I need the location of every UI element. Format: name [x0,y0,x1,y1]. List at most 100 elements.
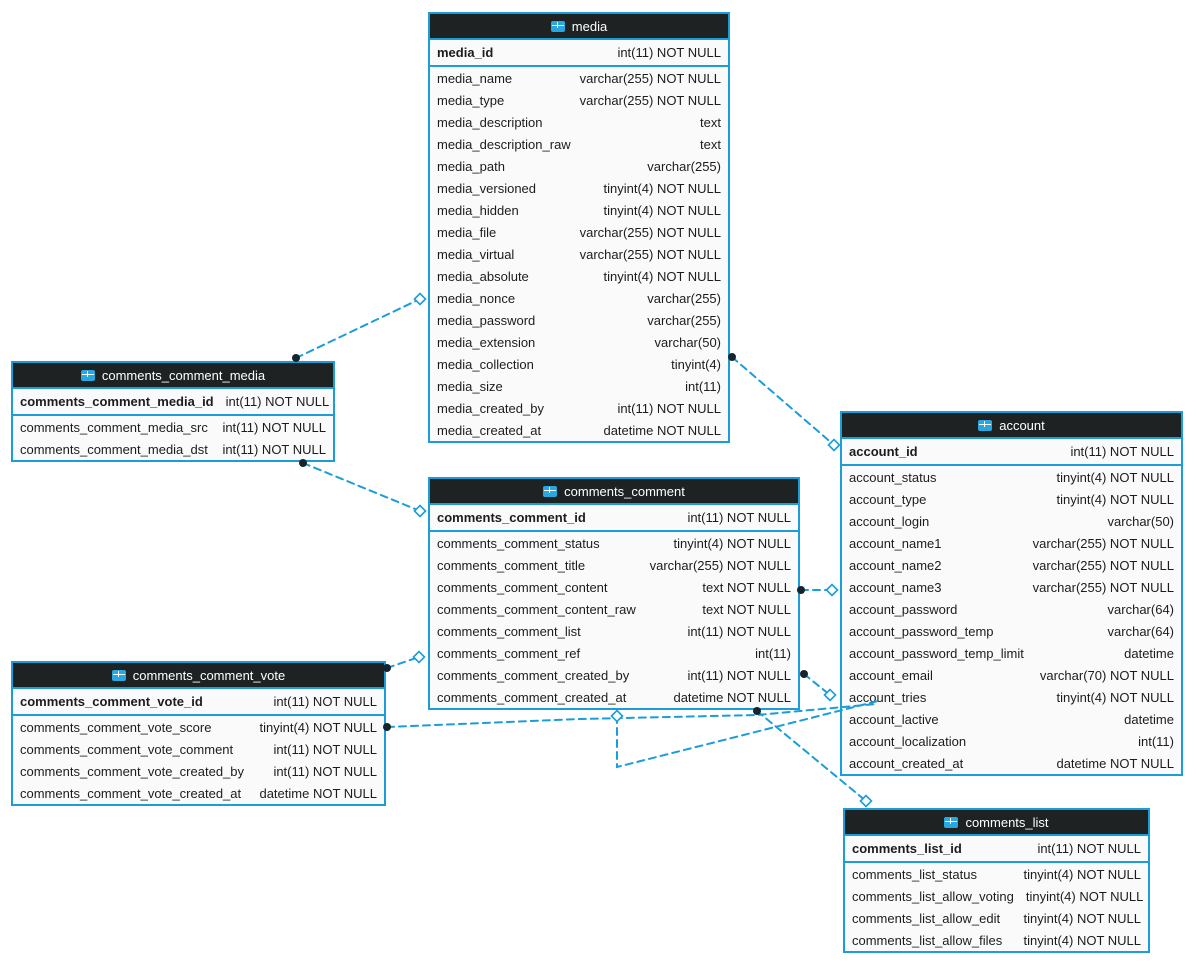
column-name: comments_list_id [852,841,962,856]
column-row: comments_comment_vote_score tinyint(4) NO… [13,716,384,738]
column-type: varchar(64) [1107,601,1174,617]
table-title: comments_comment_vote [132,667,286,683]
table-header-comments_comment[interactable]: comments_comment [430,479,798,505]
column-type: tinyint(4) NOT NULL [1023,932,1141,948]
table-title: comments_comment_media [101,367,266,383]
column-type: varchar(255) NOT NULL [1032,535,1174,551]
column-type: text [700,114,721,130]
table-title: media [571,18,608,34]
table-header-comments_comment_vote[interactable]: comments_comment_vote [13,663,384,689]
column-name: account_name2 [849,557,942,573]
column-name: account_localization [849,733,967,749]
column-type: varchar(255) NOT NULL [1032,579,1174,595]
column-name: comments_comment_created_at [437,689,627,705]
column-row: media_created_by int(11) NOT NULL [430,397,728,419]
table-header-comments_list[interactable]: comments_list [845,810,1148,836]
table-comments_comment_media[interactable]: comments_comment_media comments_comment_m… [11,361,335,462]
column-type: int(11) NOT NULL [225,394,330,409]
column-type: int(11) NOT NULL [617,45,721,60]
column-type: datetime NOT NULL [1056,755,1174,771]
column-type: text [700,136,721,152]
column-name: comments_comment_media_id [20,394,214,409]
column-type: int(11) NOT NULL [273,741,377,757]
column-name: media_created_at [437,422,542,438]
column-type: varchar(70) NOT NULL [1039,667,1174,683]
column-type: int(11) NOT NULL [222,419,326,435]
table-comments_comment[interactable]: comments_comment comments_comment_id int(1… [428,477,800,710]
column-type: tinyint(4) NOT NULL [1056,689,1174,705]
column-type: int(11) NOT NULL [1070,444,1174,459]
column-name: comments_comment_vote_score [20,719,212,735]
column-name: account_type [849,491,927,507]
column-type: int(11) NOT NULL [687,510,791,525]
column-name: comments_comment_content [437,579,608,595]
column-type: varchar(255) NOT NULL [579,224,721,240]
column-type: int(11) NOT NULL [273,694,377,709]
column-name: account_status [849,469,937,485]
column-row: comments_comment_vote_comment int(11) NOT… [13,738,384,760]
table-header-account[interactable]: account [842,413,1181,439]
table-title: comments_list [965,814,1049,830]
column-type: varchar(255) NOT NULL [579,246,721,262]
column-name: media_name [437,70,513,86]
table-comments_comment_vote[interactable]: comments_comment_vote comments_comment_vo… [11,661,386,806]
column-name: comments_list_allow_edit [852,910,1001,926]
column-name: comments_comment_vote_id [20,694,203,709]
column-type: tinyint(4) NOT NULL [673,535,791,551]
column-name: comments_comment_title [437,557,586,573]
column-type: tinyint(4) NOT NULL [1023,866,1141,882]
column-row: account_type tinyint(4) NOT NULL [842,488,1181,510]
column-type: tinyint(4) NOT NULL [259,719,377,735]
column-type: tinyint(4) NOT NULL [603,180,721,196]
column-type: tinyint(4) NOT NULL [1056,491,1174,507]
table-icon [543,485,558,497]
column-row: media_file varchar(255) NOT NULL [430,221,728,243]
column-name: media_file [437,224,497,240]
column-type: tinyint(4) NOT NULL [1023,910,1141,926]
column-name: media_nonce [437,290,516,306]
column-row: comments_comment_title varchar(255) NOT N… [430,554,798,576]
column-type: varchar(255) NOT NULL [649,557,791,573]
column-type: tinyint(4) NOT NULL [1025,888,1144,904]
column-name: media_created_by [437,400,544,416]
column-type: int(11) NOT NULL [617,400,721,416]
table-header-comments_comment_media[interactable]: comments_comment_media [13,363,333,389]
primary-key-row: comments_comment_media_id int(11) NOT NUL… [13,389,333,416]
table-title: account [999,417,1045,433]
column-name: media_password [437,312,536,328]
column-name: comments_comment_media_dst [20,441,208,457]
column-type: int(11) NOT NULL [687,667,791,683]
column-type: varchar(255) [647,158,721,174]
table-header-media[interactable]: media [430,14,728,40]
column-type: int(11) NOT NULL [687,623,791,639]
column-name: comments_comment_id [437,510,586,525]
column-name: comments_comment_vote_comment [20,741,234,757]
